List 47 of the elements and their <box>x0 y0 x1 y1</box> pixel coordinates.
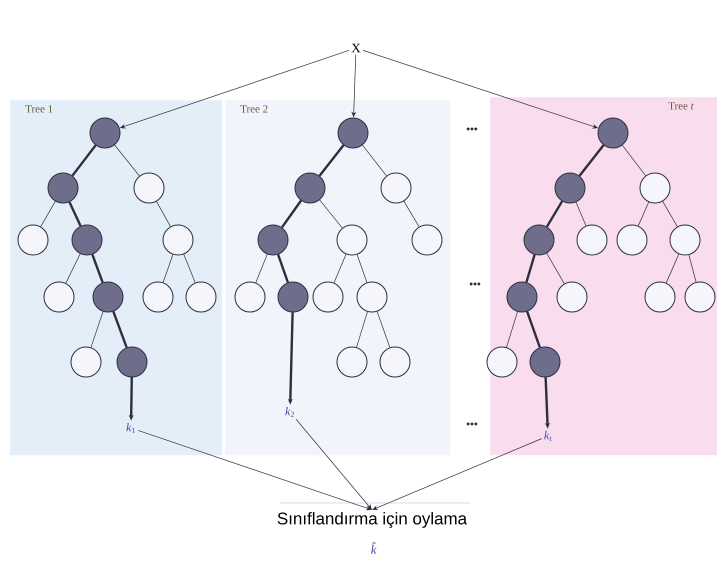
tree-node-circle <box>312 282 344 312</box>
tree-node-circle <box>576 224 608 256</box>
arrow <box>296 418 372 510</box>
tree-node-circle <box>258 224 288 256</box>
tree-node-circle <box>336 346 368 378</box>
tree-node-circle <box>44 282 74 312</box>
tree-node-circle <box>670 224 700 256</box>
tree-node-circle <box>598 118 628 148</box>
tree-node-circle <box>70 346 102 378</box>
tree-node-circle <box>380 172 412 204</box>
output-label: k$_{t}$ <box>544 430 552 442</box>
input-label: X <box>352 44 360 52</box>
tree-node-circle <box>684 282 716 312</box>
output-label: k$_{2}$ <box>285 406 294 418</box>
tree-node-circle <box>72 224 102 256</box>
tree-node-circle <box>336 224 368 256</box>
tree-node-circle <box>48 172 78 204</box>
tree-node-circle <box>524 224 554 256</box>
ellipsis-dots: ••• <box>466 127 478 130</box>
tree-node-circle <box>116 346 148 378</box>
tree-node-circle <box>294 172 326 204</box>
output-label: k$_{1}$ <box>126 422 135 434</box>
tree-node-circle <box>90 118 120 148</box>
tree-node-circle <box>356 282 388 312</box>
voting-label: Sınıflandırma için oylama <box>278 512 468 528</box>
tree-node-circle <box>278 282 308 312</box>
tree-node-circle <box>142 282 174 312</box>
tree-node-circle <box>338 118 368 148</box>
ellipsis-dots: ••• <box>466 422 478 426</box>
tree-node-circle <box>556 282 588 312</box>
ellipsis-dots: ••• <box>470 282 480 286</box>
tree-node-circle <box>640 172 670 204</box>
tree-node-circle <box>92 282 124 312</box>
tree-node-circle <box>234 282 266 312</box>
tree-node-circle <box>644 282 676 312</box>
tree-node-circle <box>18 224 48 256</box>
result-label: k̂ <box>371 542 377 554</box>
tree-node-circle <box>506 282 538 312</box>
tree-node-circle <box>186 282 216 312</box>
tree-node-circle <box>486 346 518 378</box>
tree-node-circle <box>134 172 164 204</box>
tree-node-circle <box>162 224 194 256</box>
tree-node-circle <box>380 346 410 378</box>
tree-node-circle <box>412 224 442 256</box>
tree-node-circle <box>616 224 648 256</box>
tree-node-circle <box>530 346 560 378</box>
tree-node-circle <box>554 172 586 204</box>
